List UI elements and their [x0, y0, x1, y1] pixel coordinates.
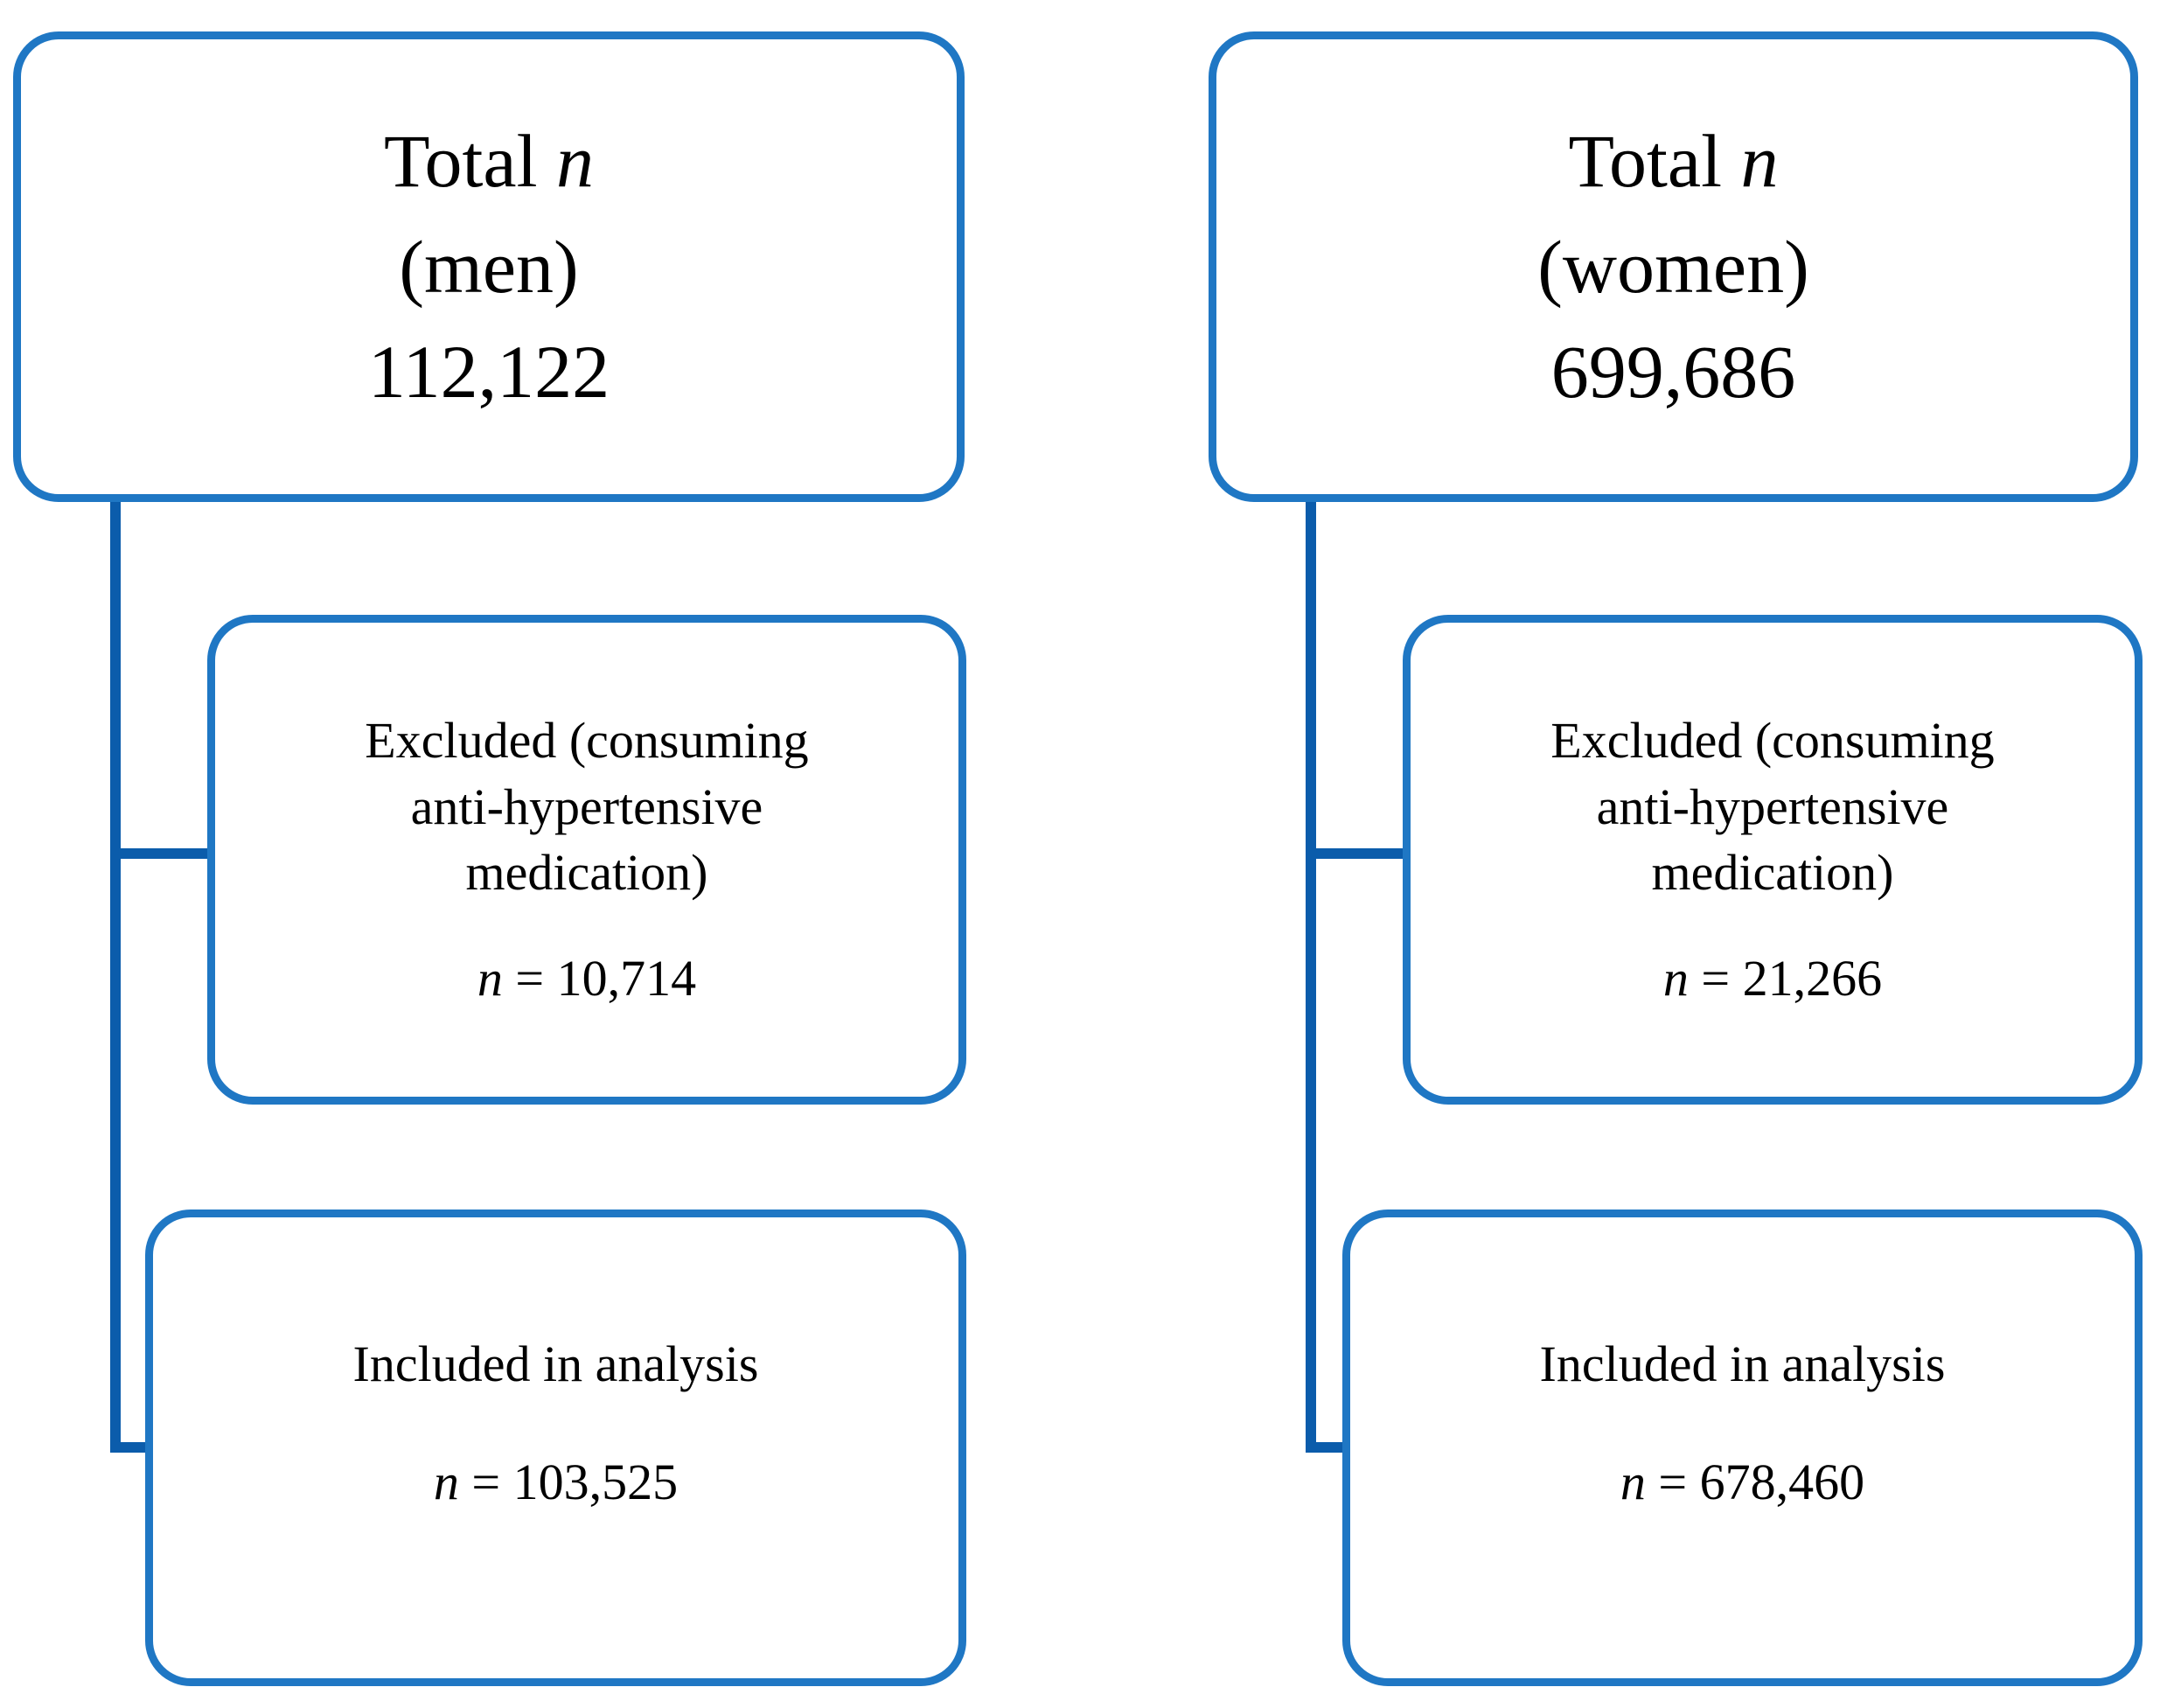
node-included-women[interactable]: Included in analysis n = 678,460	[1342, 1210, 2143, 1686]
node-excluded-women[interactable]: Excluded (consuming anti-hypertensive me…	[1403, 615, 2143, 1105]
node-included-men-count: n = 103,525	[433, 1454, 679, 1511]
connector-spine-men	[110, 495, 121, 1453]
italic-n: n	[1662, 950, 1689, 1007]
node-excluded-women-count: n = 21,266	[1662, 950, 1883, 1007]
node-excluded-men[interactable]: Excluded (consuming anti-hypertensive me…	[207, 615, 966, 1105]
italic-n: n	[556, 118, 594, 203]
italic-n: n	[1620, 1454, 1646, 1511]
node-total-men[interactable]: Total n (men) 112,122	[13, 31, 965, 502]
italic-n: n	[433, 1454, 459, 1511]
italic-n: n	[1740, 118, 1779, 203]
node-total-women-value: 699,686	[1550, 330, 1796, 415]
node-included-women-line1: Included in analysis	[1539, 1335, 1946, 1392]
node-excluded-women-line3: medication)	[1651, 844, 1894, 901]
node-included-men[interactable]: Included in analysis n = 103,525	[145, 1210, 966, 1686]
node-excluded-men-line1: Excluded (consuming	[365, 712, 809, 770]
node-total-women[interactable]: Total n (women) 699,686	[1209, 31, 2138, 502]
node-included-women-count: n = 678,460	[1620, 1454, 1865, 1511]
node-excluded-women-line1: Excluded (consuming	[1550, 712, 1995, 770]
node-total-men-subtitle: (men)	[399, 224, 579, 309]
connector-spine-women	[1306, 495, 1316, 1453]
node-total-men-value: 112,122	[367, 330, 610, 415]
connector-branch-excluded-men	[110, 848, 213, 859]
node-total-men-title: Total n	[384, 118, 594, 203]
connector-branch-excluded-women	[1306, 848, 1409, 859]
node-total-women-title: Total n	[1568, 118, 1779, 203]
node-excluded-men-line2: anti-hypertensive	[410, 777, 763, 835]
node-excluded-men-count: n = 10,714	[477, 950, 697, 1007]
node-included-men-line1: Included in analysis	[352, 1335, 759, 1392]
italic-n: n	[477, 950, 503, 1007]
node-excluded-men-line3: medication)	[465, 844, 708, 901]
node-excluded-women-line2: anti-hypertensive	[1596, 777, 1949, 835]
node-total-women-subtitle: (women)	[1537, 224, 1809, 309]
